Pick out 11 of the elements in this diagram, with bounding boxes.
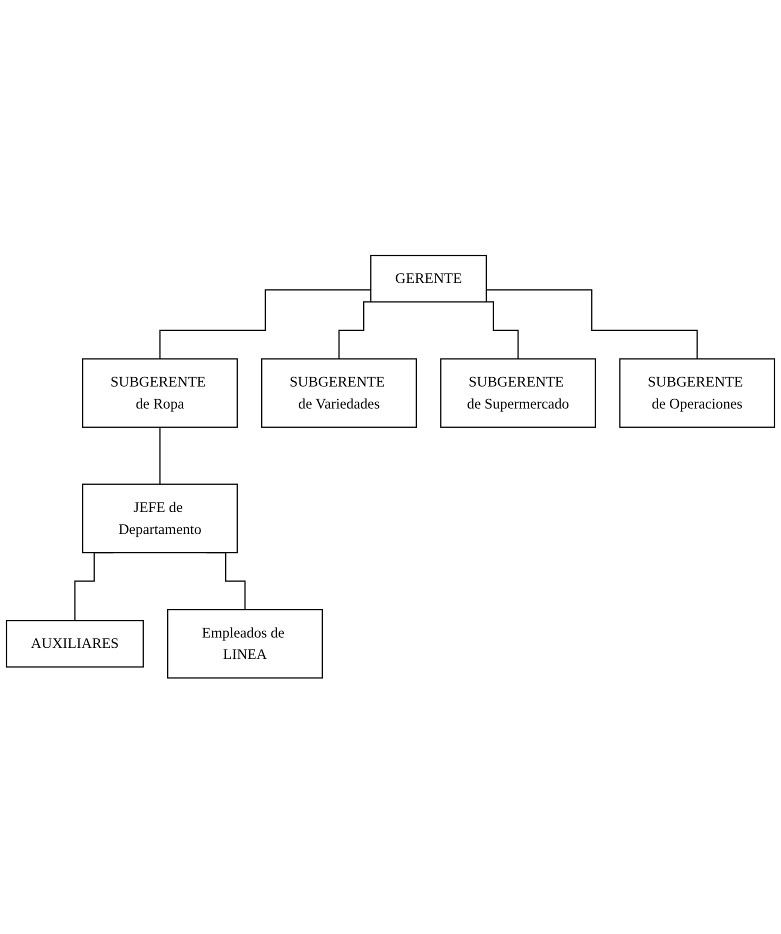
- node-box: Empleados de LINEA: [167, 609, 323, 679]
- node-box: SUBGERENTE de Ropa: [82, 358, 238, 428]
- connector: [159, 289, 371, 360]
- node-box: JEFE de Departamento: [82, 484, 238, 554]
- connector: [486, 289, 698, 360]
- connector: [159, 426, 161, 486]
- node-box: SUBGERENTE de Operaciones: [619, 358, 776, 428]
- node-box: SUBGERENTE de Supermercado: [440, 358, 596, 428]
- node-box: SUBGERENTE de Variedades: [261, 358, 417, 428]
- node-box: GERENTE: [370, 255, 487, 303]
- node-box: AUXILIARES: [6, 620, 144, 668]
